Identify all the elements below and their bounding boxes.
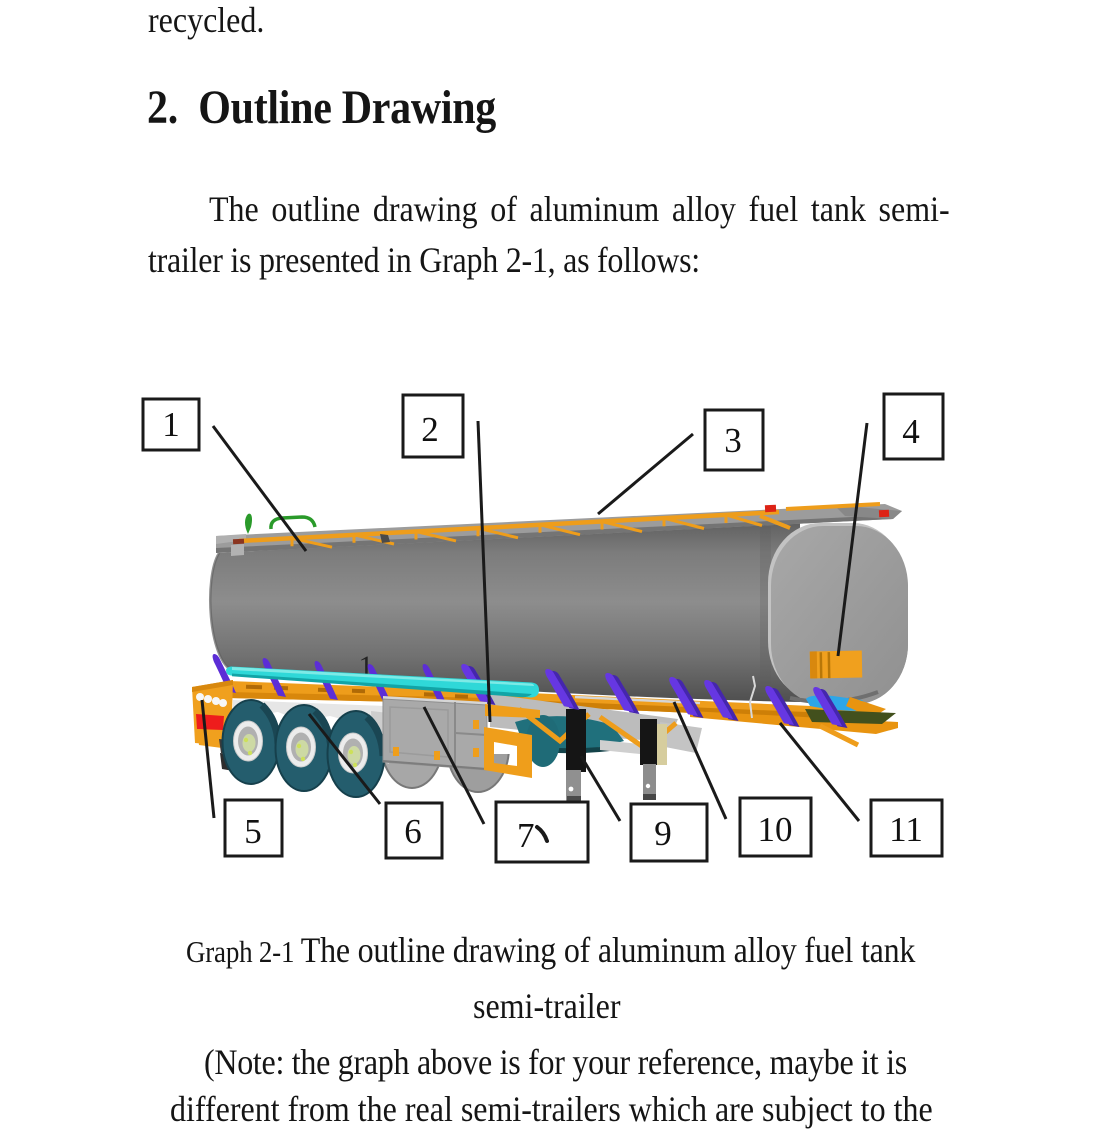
svg-text:3: 3 [724, 421, 742, 460]
svg-text:1: 1 [162, 405, 180, 444]
svg-text:6: 6 [404, 812, 422, 851]
svg-text:5: 5 [244, 812, 262, 851]
svg-text:9: 9 [654, 814, 672, 853]
svg-text:2: 2 [421, 410, 439, 449]
svg-text:11: 11 [889, 810, 923, 849]
svg-text:4: 4 [902, 412, 920, 451]
svg-text:7: 7 [517, 816, 535, 855]
svg-text:10: 10 [758, 810, 793, 849]
